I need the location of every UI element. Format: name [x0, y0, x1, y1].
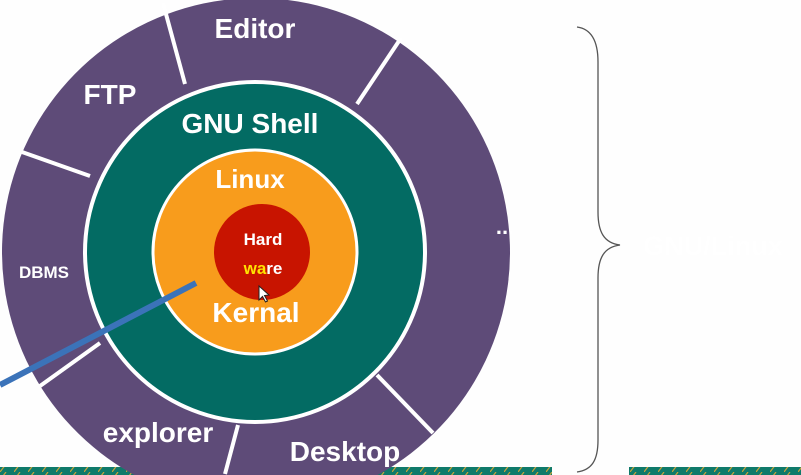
ring-dividers [21, 2, 435, 475]
gnu-linux-label: GNU/Linux [643, 231, 783, 261]
pointer-line [0, 280, 198, 388]
app-dbms: DBMS [19, 263, 69, 282]
hardware-label-line1: Hard [244, 230, 283, 249]
divider-editor-more [355, 36, 403, 106]
hardware-label-line2: ware [243, 259, 283, 278]
divider-explorer-desktop [223, 424, 240, 475]
kernel-label-bottom: Kernal [212, 297, 299, 328]
divider-dbms-explorer [38, 341, 102, 388]
hardware-rest: re [266, 259, 282, 278]
app-more: ... [496, 214, 514, 239]
app-editor: Editor [215, 13, 296, 44]
shell-label: GNU Shell [182, 108, 319, 139]
mouse-cursor-icon [258, 284, 271, 303]
footer-strip-right [629, 467, 801, 475]
divider-desktop-more [375, 373, 435, 435]
divider-editor-ftp [161, 2, 187, 85]
app-desktop: Desktop [290, 436, 400, 467]
hardware-highlight: wa [243, 259, 267, 278]
curly-brace [576, 26, 621, 473]
divider-ftp-dbms [21, 150, 91, 178]
hardware-core [214, 204, 310, 300]
app-explorer: explorer [103, 417, 214, 448]
app-ftp: FTP [84, 79, 137, 110]
kernel-label-top: Linux [215, 164, 285, 194]
